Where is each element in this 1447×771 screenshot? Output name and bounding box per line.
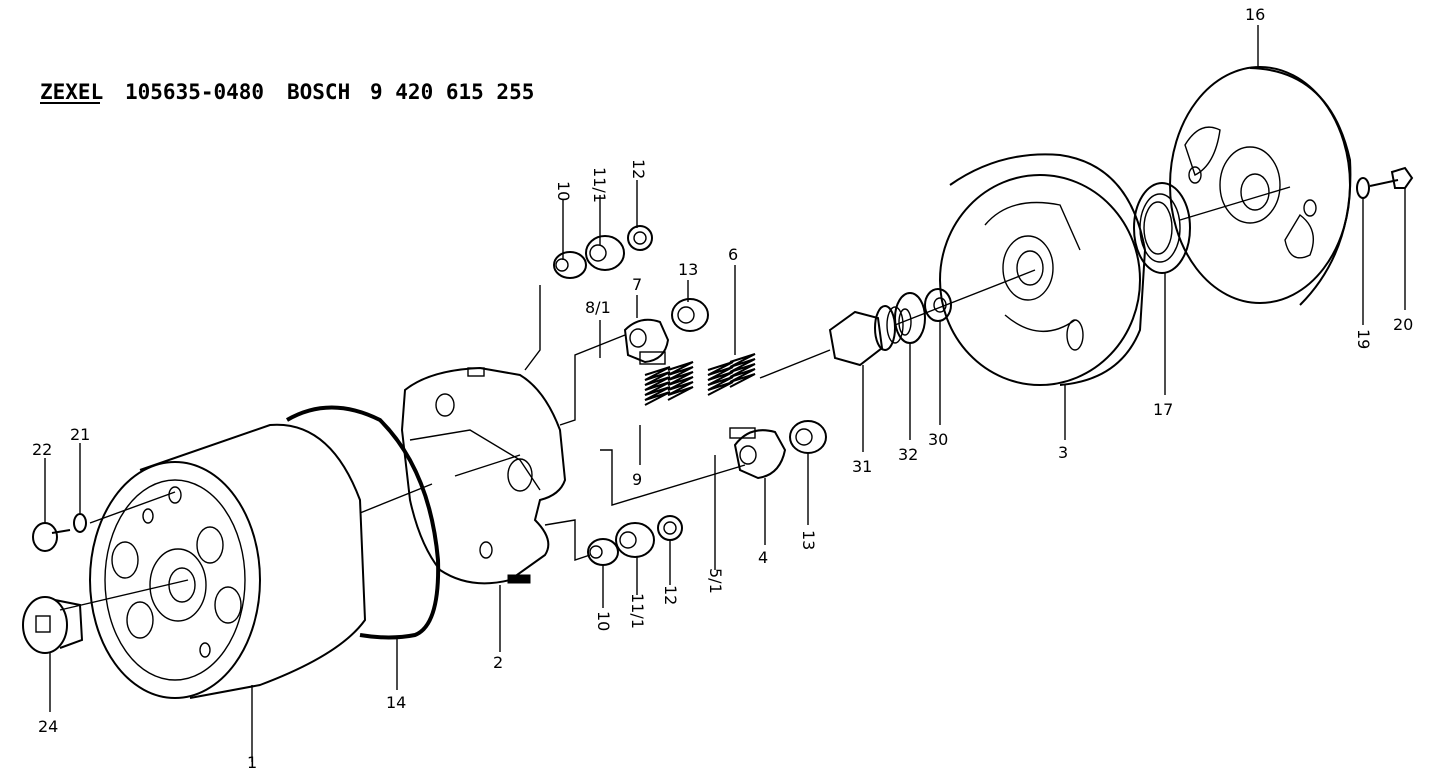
label-32: 32: [898, 445, 918, 464]
label-12-lower: 12: [661, 585, 680, 605]
label-11-1-upper: 11/1: [590, 167, 609, 203]
label-10-upper: 10: [554, 181, 573, 201]
label-30: 30: [928, 430, 948, 449]
springs-part-6: [707, 353, 756, 396]
bolt-part-31: [828, 305, 912, 367]
label-19: 19: [1354, 329, 1373, 349]
label-16: 16: [1245, 5, 1265, 24]
label-10-lower: 10: [594, 611, 613, 631]
label-6: 6: [728, 245, 738, 264]
label-31: 31: [852, 457, 872, 476]
lower-clamp-part-4: [729, 420, 827, 480]
label-13-lower: 13: [799, 530, 818, 550]
label-5-1: 5/1: [706, 568, 725, 594]
housing-part-1: [89, 423, 367, 699]
label-21: 21: [70, 425, 90, 444]
label-11-1-lower: 11/1: [628, 593, 647, 629]
washer-part-21: [73, 513, 87, 533]
label-20: 20: [1393, 315, 1413, 334]
label-17: 17: [1153, 400, 1173, 419]
leader-lines: [44, 25, 1406, 762]
part-number-zexel: 105635-0480: [125, 80, 264, 104]
upper-sleeve-set: [553, 225, 653, 279]
screw-part-22: [32, 522, 71, 552]
label-8-1: 8/1: [585, 298, 611, 317]
assembly-axis-lines: [59, 186, 1291, 611]
label-9: 9: [632, 470, 642, 489]
bearing-part-17: [1133, 182, 1191, 274]
label-24: 24: [38, 717, 58, 736]
cover-plate-part-16: [1169, 66, 1352, 306]
label-14: 14: [386, 693, 406, 712]
washer-part-30: [924, 288, 952, 322]
part-labels: 16 10 11/1 12 13 6 7 8/1 9 31 32 30 3 17…: [32, 5, 1413, 771]
hub-part-2: [400, 366, 567, 585]
brand-bosch: BOSCH: [287, 80, 350, 104]
label-2: 2: [493, 653, 503, 672]
plug-part-24: [22, 596, 84, 654]
lower-sleeve-set: [587, 515, 683, 566]
screw-part-20: [1369, 166, 1414, 189]
label-4: 4: [758, 548, 768, 567]
part-number-bosch: 9 420 615 255: [370, 80, 534, 104]
label-3: 3: [1058, 443, 1068, 462]
springs-part-9: [644, 361, 694, 406]
upper-clamp-part-7: [623, 298, 709, 365]
brand-zexel: ZEXEL: [40, 80, 103, 104]
label-1: 1: [247, 753, 257, 771]
weight-carrier-part-3: [939, 153, 1147, 386]
label-22: 22: [32, 440, 52, 459]
label-12-upper: 12: [629, 159, 648, 179]
o-ring-part-14: [285, 405, 441, 640]
label-7: 7: [632, 275, 642, 294]
label-13-upper: 13: [678, 260, 698, 279]
washer-part-19: [1356, 177, 1370, 199]
